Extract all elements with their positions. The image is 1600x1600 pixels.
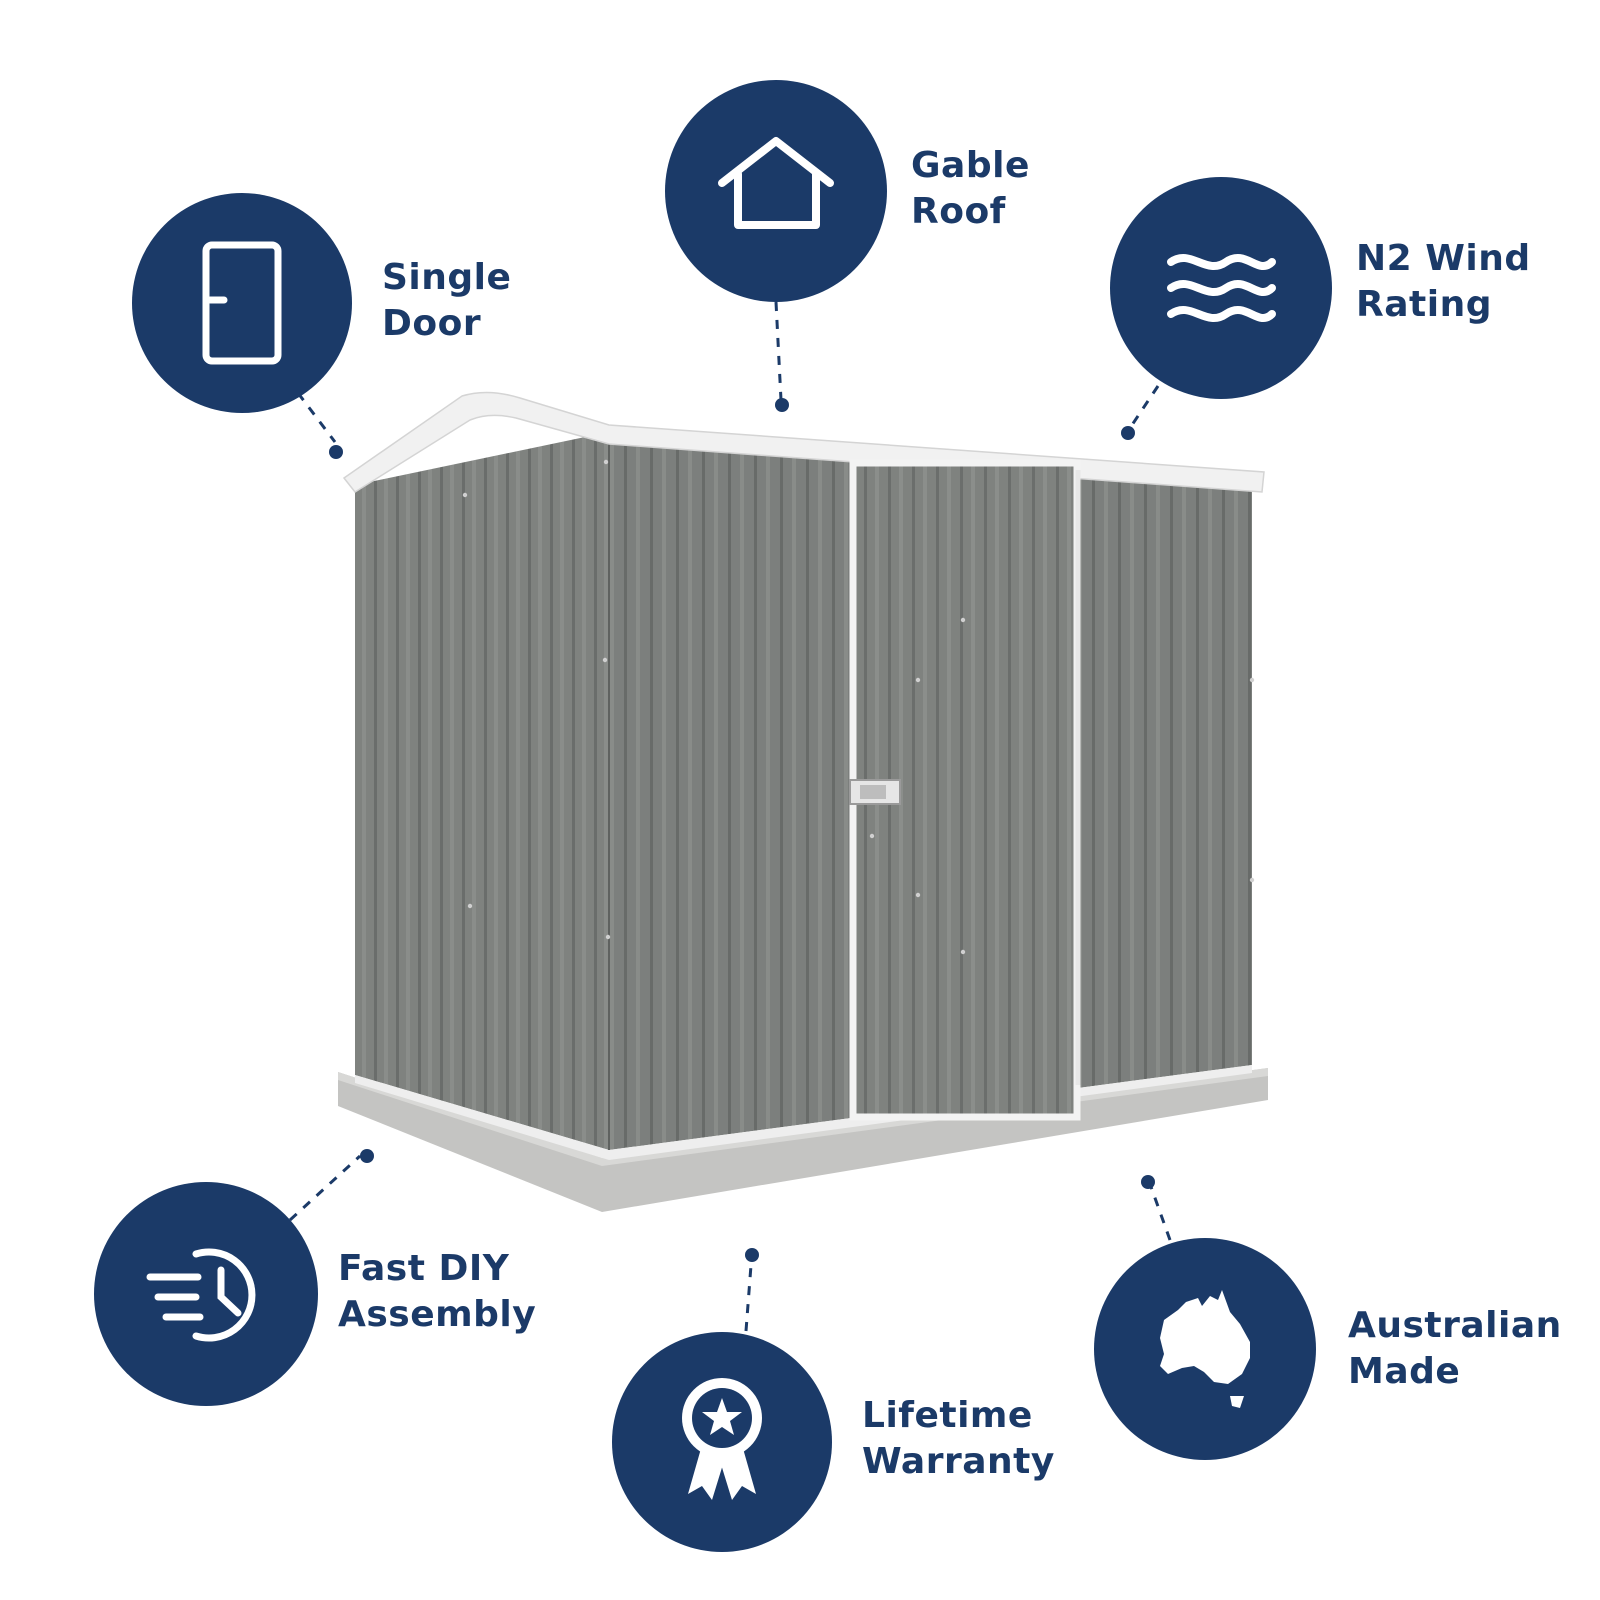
shed-illustration xyxy=(338,391,1268,1212)
door-icon xyxy=(202,241,282,365)
feature-badge-australian-made xyxy=(1094,1238,1316,1460)
label-gable-roof-line2: Roof xyxy=(911,191,1006,232)
label-lifetime-warranty-line2: Warranty xyxy=(862,1441,1055,1482)
wind-waves-icon xyxy=(1167,254,1276,322)
label-wind-rating-line2: Rating xyxy=(1356,284,1492,325)
fast-clock-icon xyxy=(146,1248,256,1342)
label-wind-rating: N2 Wind Rating xyxy=(1356,236,1531,328)
label-australian-made-line2: Made xyxy=(1348,1351,1461,1392)
feature-badge-fast-assembly xyxy=(94,1182,318,1406)
label-gable-roof: Gable Roof xyxy=(911,143,1030,235)
connector-lines xyxy=(288,301,1172,1332)
award-ribbon-icon xyxy=(682,1378,762,1500)
label-fast-assembly: Fast DIY Assembly xyxy=(338,1246,536,1338)
label-australian-made-line1: Australian xyxy=(1348,1305,1562,1346)
label-lifetime-warranty: Lifetime Warranty xyxy=(862,1393,1055,1485)
shed-side-wall xyxy=(355,432,609,1150)
house-roof-icon xyxy=(718,137,834,229)
feature-badge-gable-roof xyxy=(665,80,887,302)
feature-badge-wind-rating xyxy=(1110,177,1332,399)
feature-badge-lifetime-warranty xyxy=(612,1332,832,1552)
label-single-door: Single Door xyxy=(382,255,511,347)
connector-dots xyxy=(329,398,1155,1262)
label-fast-assembly-line1: Fast DIY xyxy=(338,1248,510,1289)
label-single-door-line2: Door xyxy=(382,303,482,344)
label-australian-made: Australian Made xyxy=(1348,1303,1562,1395)
australia-map-icon xyxy=(1160,1290,1250,1408)
label-gable-roof-line1: Gable xyxy=(911,145,1030,186)
label-wind-rating-line1: N2 Wind xyxy=(1356,238,1531,279)
label-lifetime-warranty-line1: Lifetime xyxy=(862,1395,1033,1436)
label-fast-assembly-line2: Assembly xyxy=(338,1294,537,1335)
label-single-door-line1: Single xyxy=(382,257,512,298)
feature-badge-single-door xyxy=(132,193,352,413)
